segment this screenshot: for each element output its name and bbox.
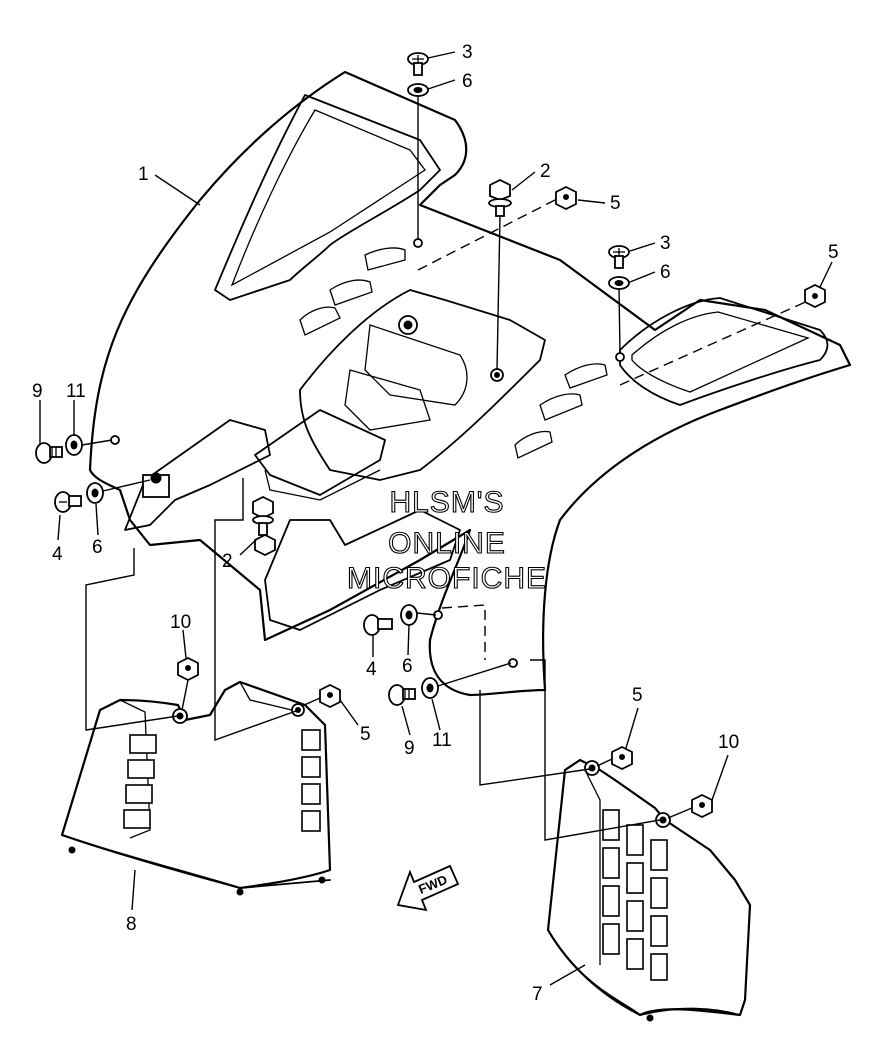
- bolt-2-top: [488, 178, 512, 217]
- callout-3-top: 3: [462, 42, 473, 63]
- callout-5-top: 5: [610, 193, 621, 214]
- callout-4-center: 4: [366, 659, 377, 680]
- callout-leaders: [39, 51, 833, 986]
- callout-10-left: 10: [170, 612, 191, 633]
- washer-11-center: [421, 677, 439, 699]
- assembly-lines: [81, 96, 811, 841]
- callout-11-left: 11: [66, 381, 86, 402]
- callout-6-right: 6: [660, 262, 671, 283]
- washer-6-left: [86, 482, 104, 504]
- callout-11-center: 11: [432, 730, 452, 751]
- mud-flap-right: [546, 758, 752, 1022]
- callout-5-flap-right: 5: [632, 685, 643, 706]
- callout-8: 8: [126, 914, 137, 935]
- callout-numbers: 1 3 6 2 5 3 6 5 9 11 4 6 2 10 4 6 5 9 11…: [32, 42, 839, 1005]
- callout-6-top: 6: [462, 71, 473, 92]
- washer-6-right: [608, 276, 630, 290]
- nut-5-top: [555, 185, 577, 211]
- screw-3-top: [407, 52, 429, 76]
- screw-3-right: [608, 245, 630, 269]
- callout-1: 1: [138, 164, 149, 185]
- callout-6-center: 6: [402, 656, 413, 677]
- nut-5-flap-left: [319, 683, 341, 709]
- washer-6-top: [407, 83, 429, 97]
- nut-5-flap-right: [611, 745, 633, 771]
- callout-7: 7: [532, 984, 543, 1005]
- bolt-2-lower: [252, 495, 276, 557]
- callout-5-flap-left: 5: [360, 724, 371, 745]
- fwd-arrow-icon: FWD: [396, 864, 460, 912]
- callout-4-left: 4: [52, 544, 63, 565]
- nut-10-left: [177, 656, 199, 682]
- washer-11-left: [65, 434, 83, 456]
- rear-fender: [88, 70, 852, 697]
- nut-5-right: [804, 283, 826, 309]
- watermark-line-2: ONLINE: [388, 527, 506, 560]
- mud-flap-left: [60, 680, 332, 896]
- callout-2-top: 2: [540, 161, 551, 182]
- watermark-line-1: HLSM'S: [389, 486, 504, 519]
- callout-9-center: 9: [404, 738, 415, 759]
- callout-9-left: 9: [32, 381, 43, 402]
- bolt-9-left: [35, 442, 63, 464]
- callout-2-lower: 2: [222, 551, 233, 572]
- screw-4-center: [363, 614, 393, 636]
- nut-10-right: [691, 793, 713, 819]
- bolt-9-center: [388, 684, 416, 706]
- watermark-line-3: MICROFICHE: [347, 562, 547, 595]
- washer-6-center: [400, 604, 418, 626]
- callout-3-right: 3: [660, 233, 671, 254]
- callout-5-right: 5: [828, 242, 839, 263]
- callout-10-right: 10: [718, 732, 739, 753]
- screw-4-left: [54, 491, 82, 513]
- callout-6-left: 6: [92, 537, 103, 558]
- watermark: HLSM'S ONLINE MICROFICHE: [346, 485, 547, 595]
